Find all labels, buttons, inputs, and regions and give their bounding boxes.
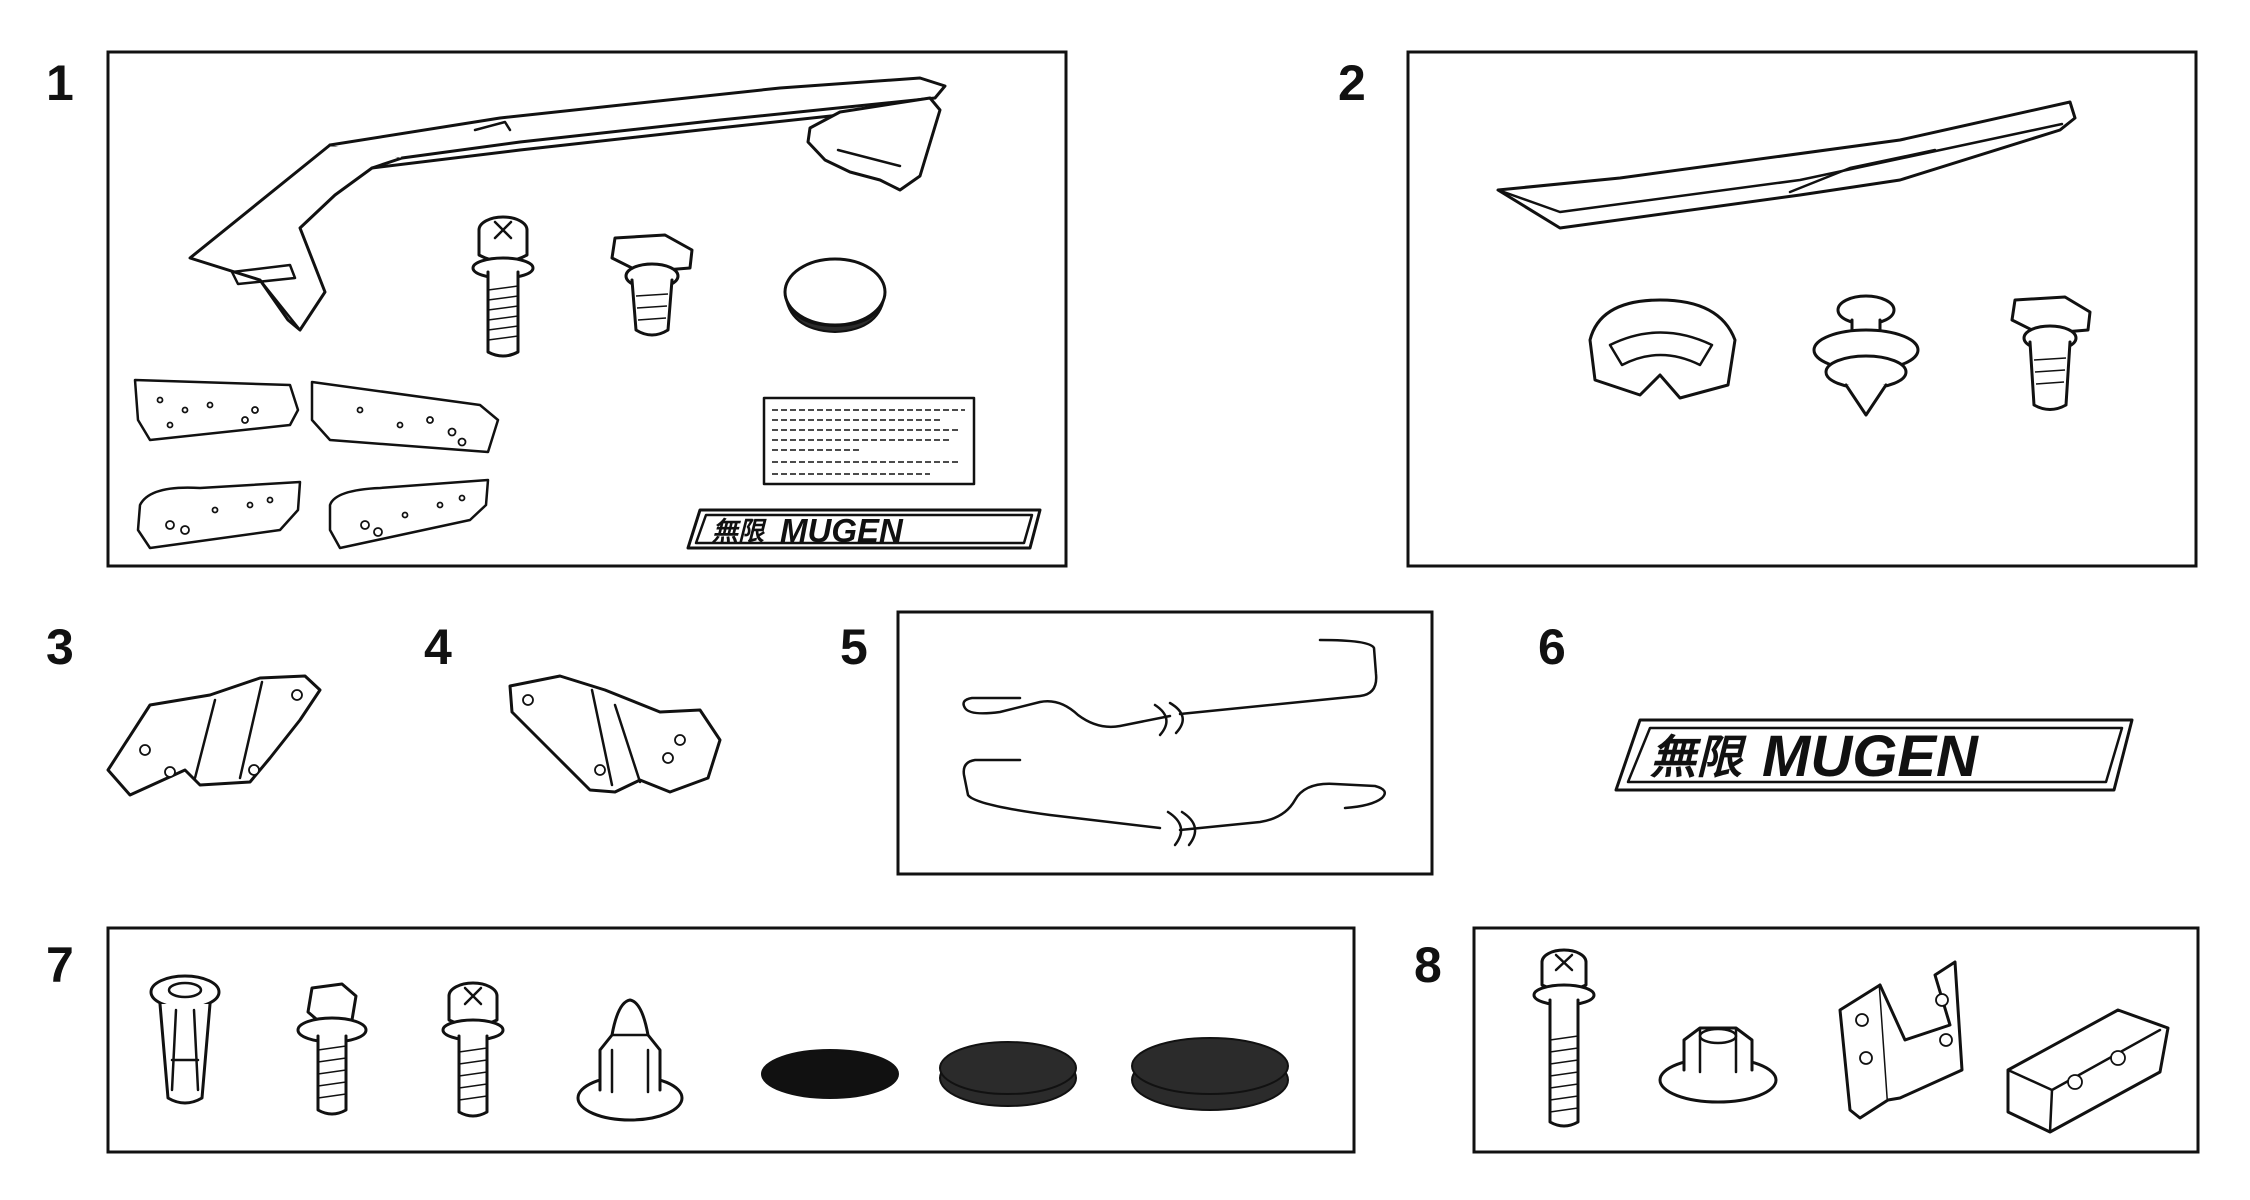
item-1-number: 1 [46,55,74,111]
item-5-support-rods [962,638,1387,847]
item-7-frame [106,926,1356,1154]
item-2-push-clip [1812,294,1920,417]
item-4-number: 4 [424,619,452,675]
item-7-number: 7 [46,937,74,993]
item-1-flange-bolt [471,215,535,358]
item-6-logo-wordmark: MUGEN [1762,724,1979,789]
item-6-logo-kanji: 無限 [1650,731,1747,783]
item-8-number: 8 [1414,937,1442,993]
item-7-rivet-nut [149,974,221,1105]
item-1-nut-clip [610,233,694,337]
item-7-flange-bolt [441,981,505,1118]
item-1-instruction-label [762,396,976,486]
item-8-spacer-block [2006,1008,2170,1134]
item-1-mugen-decal: 無限 MUGEN [686,508,1042,550]
item-1-logo-wordmark: MUGEN [780,512,904,549]
item-7-hex-flange-bolt [296,982,368,1116]
item-2-rubber-cushion [1588,298,1737,400]
item-5-frame [896,610,1434,876]
item-2-trunk-spoiler [1496,100,2077,230]
item-7-felt-pad-medium [939,1041,1077,1107]
item-5-number: 5 [840,619,868,675]
item-1-logo-kanji: 無限 [711,516,767,546]
item-6-number: 6 [1538,619,1566,675]
item-2-frame [1406,50,2198,568]
item-1-frame [106,50,1068,568]
item-2-number: 2 [1338,55,1366,111]
item-1-rear-wing-spoiler [188,76,947,332]
item-3-number: 3 [46,619,74,675]
item-1-template-sheets [133,378,500,550]
item-3-mounting-bracket [106,674,322,797]
item-6-mugen-emblem: 無限 MUGEN [1614,718,2134,792]
item-7-cap-nut [576,998,684,1122]
item-8-flange-nut [1658,1026,1778,1104]
item-1-felt-pad [783,257,887,334]
item-4-mounting-bracket [508,674,722,794]
item-8-bolt [1532,948,1596,1128]
item-7-felt-pad-large [1131,1037,1289,1111]
item-2-nut-clip [2010,295,2092,411]
item-8-frame [1472,926,2200,1154]
item-8-u-bracket [1838,960,1964,1120]
item-7-black-pad [761,1049,899,1099]
